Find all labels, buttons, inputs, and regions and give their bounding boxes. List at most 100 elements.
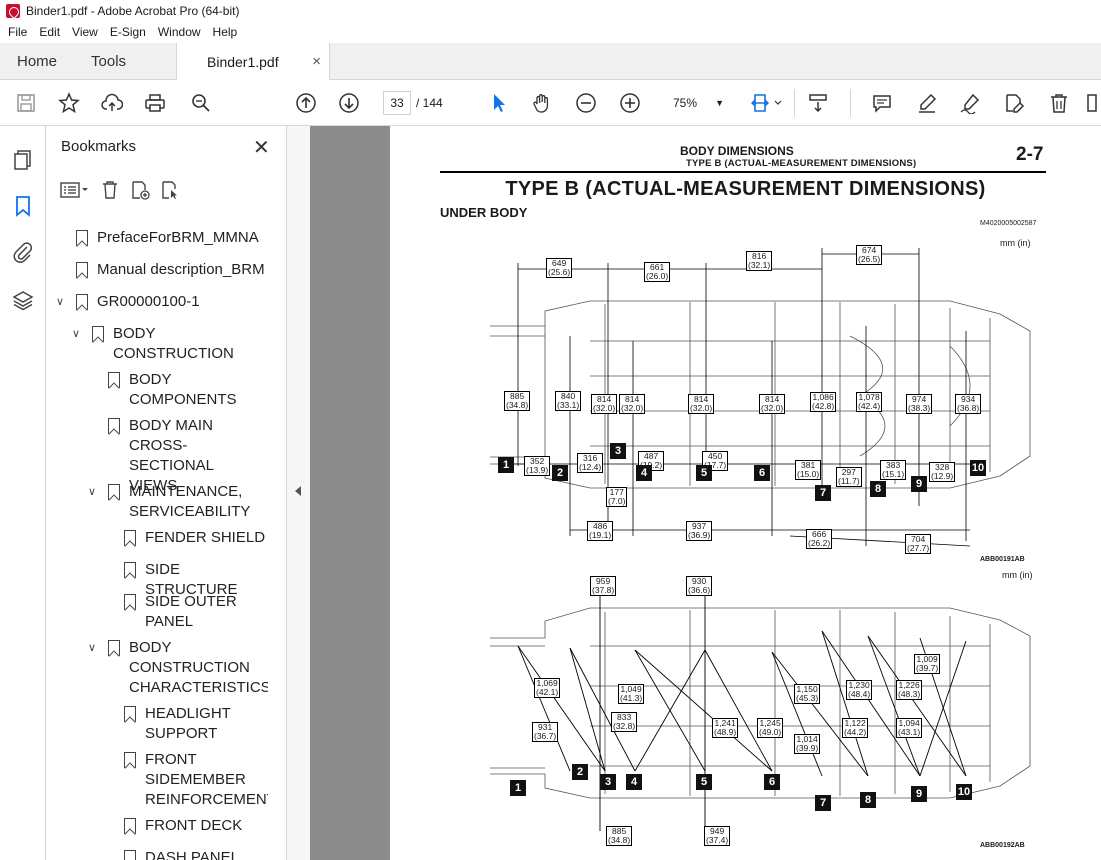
bookmarks-toolbar [60,176,180,204]
bookmark-item[interactable]: FRONT DECK [124,816,242,836]
tab-document[interactable]: Binder1.pdf × [176,43,330,80]
menu-help[interactable]: Help [212,25,238,39]
point-marker: 10 [956,784,972,800]
bookmark-item[interactable]: ∨MAINTENANCE, SERVICEABILITY [88,483,251,520]
bookmark-icon [76,230,88,246]
bookmark-item[interactable]: FENDER SHIELD [124,528,265,548]
attachments-paperclip-icon[interactable] [11,240,35,264]
bookmark-item[interactable]: PrefaceForBRM_MMNA [76,228,259,248]
chevron-down-icon[interactable]: ∨ [72,328,81,340]
zoom-level-select[interactable]: 75% ▼ [662,91,728,115]
bookmark-item[interactable]: ∨BODY CONSTRUCTION CHARACTERISTICS [88,639,268,696]
point-marker: 8 [860,792,876,808]
sign-pen-icon[interactable] [958,91,982,115]
document-viewer[interactable]: BODY DIMENSIONS TYPE B (ACTUAL-MEASUREME… [310,126,1101,860]
page-total: / 144 [416,96,443,110]
menu-view[interactable]: View [72,25,98,39]
chevron-down-icon[interactable]: ∨ [88,486,97,498]
bookmark-icon [108,418,120,434]
bookmark-item[interactable]: SIDE STRUCTURE [124,560,268,600]
bookmark-item[interactable]: BODY MAIN CROSS-SECTIONAL VIEWS [108,416,268,496]
point-marker: 7 [815,485,831,501]
delete-bookmark-icon[interactable] [100,180,120,200]
dimension-label: 974 (38.3) [906,394,933,414]
page-up-icon[interactable] [294,91,318,115]
hand-tool-icon[interactable] [530,91,554,115]
point-marker: 6 [754,465,770,481]
bookmark-star-icon[interactable] [57,91,81,115]
point-marker: 6 [764,774,780,790]
select-cursor-icon[interactable] [486,91,510,115]
tab-close-icon[interactable]: × [312,53,321,70]
bookmark-item[interactable]: FRONT SIDEMEMBER REINFORCEMENT [124,750,268,810]
fit-page-icon[interactable] [750,91,784,115]
section-subtitle: UNDER BODY [440,205,528,220]
bookmark-item[interactable]: ∨BODY CONSTRUCTION [72,325,234,362]
bookmarks-panel: Bookmarks ✕ PrefaceForBRM_MMNA Manual de… [46,126,328,860]
bookmark-item[interactable]: DASH PANEL [124,848,239,860]
menu-edit[interactable]: Edit [39,25,61,39]
dimension-label: 381 (15.0) [795,460,822,480]
page-down-icon[interactable] [337,91,361,115]
bookmark-item[interactable]: Manual description_BRM [76,260,265,280]
delete-trash-icon[interactable] [1047,91,1071,115]
dimension-label: 814 (32.0) [759,394,786,414]
tab-bar: Home Tools Binder1.pdf × [0,43,1101,80]
more-tools-icon[interactable] [1086,91,1098,115]
bookmark-icon [124,706,136,722]
bookmark-item[interactable]: SIDE OUTER PANEL [124,592,237,632]
dimension-label: 1,086 (42.8) [810,392,837,412]
bookmark-icon [124,818,136,834]
dimension-label: 930 (36.6) [686,576,713,596]
bookmarks-panel-title: Bookmarks [61,138,137,155]
bookmark-item[interactable]: BODY COMPONENTS [108,370,237,410]
scroll-mode-icon[interactable] [806,91,830,115]
menu-esign[interactable]: E-Sign [109,25,146,39]
chevron-down-icon[interactable]: ∨ [88,642,97,654]
print-icon[interactable] [143,91,167,115]
collapse-arrow-icon[interactable] [295,486,301,496]
menu-window[interactable]: Window [157,25,201,39]
page-header-title: BODY DIMENSIONS [680,144,794,158]
unit-label: mm (in) [1000,238,1031,248]
bookmark-item[interactable]: ∨GR00000100-1 [56,293,200,310]
dimension-label: 814 (32.0) [619,394,646,414]
bookmarks-panel-icon[interactable] [11,194,35,218]
tab-tools[interactable]: Tools [91,53,127,70]
dimension-label: 1,122 (44.2) [842,718,869,738]
title-bar: Binder1.pdf - Adobe Acrobat Pro (64-bit) [0,0,1101,22]
panel-collapse-handle[interactable] [286,126,310,860]
edit-pdf-icon[interactable] [1002,91,1026,115]
highlight-pen-icon[interactable] [915,91,939,115]
point-marker: 5 [696,465,712,481]
acrobat-logo-icon [6,4,20,18]
zoom-out-icon[interactable] [574,91,598,115]
point-marker: 9 [911,786,927,802]
bookmark-icon [92,326,104,342]
zoom-search-icon[interactable] [189,91,213,115]
comment-icon[interactable] [870,91,894,115]
bookmark-icon [76,262,88,278]
dimension-label: 1,069 (42.1) [534,678,561,698]
bookmark-item[interactable]: HEADLIGHT SUPPORT [124,704,231,744]
dimension-label: 328 (12.9) [929,462,956,482]
chevron-down-icon[interactable]: ∨ [56,296,65,308]
bookmark-icon [124,594,136,610]
point-marker: 2 [552,465,568,481]
upload-cloud-icon[interactable] [100,91,124,115]
menu-bar: File Edit View E-Sign Window Help [0,22,1101,43]
dimension-label: 949 (37.4) [704,826,731,846]
zoom-in-icon[interactable] [618,91,642,115]
layers-icon[interactable] [11,288,35,312]
dimension-label: 383 (15.1) [880,460,907,480]
tab-home[interactable]: Home [17,53,58,70]
menu-file[interactable]: File [8,25,28,39]
new-bookmark-icon[interactable] [130,180,150,200]
find-bookmark-icon[interactable] [160,180,180,200]
section-title: TYPE B (ACTUAL-MEASUREMENT DIMENSIONS) [505,178,986,200]
page-number-input[interactable]: 33 [383,91,411,115]
page-thumbnails-icon[interactable] [11,148,35,172]
close-panel-icon[interactable]: ✕ [253,137,270,159]
save-icon[interactable] [14,91,38,115]
bookmark-options-icon[interactable] [60,180,90,200]
